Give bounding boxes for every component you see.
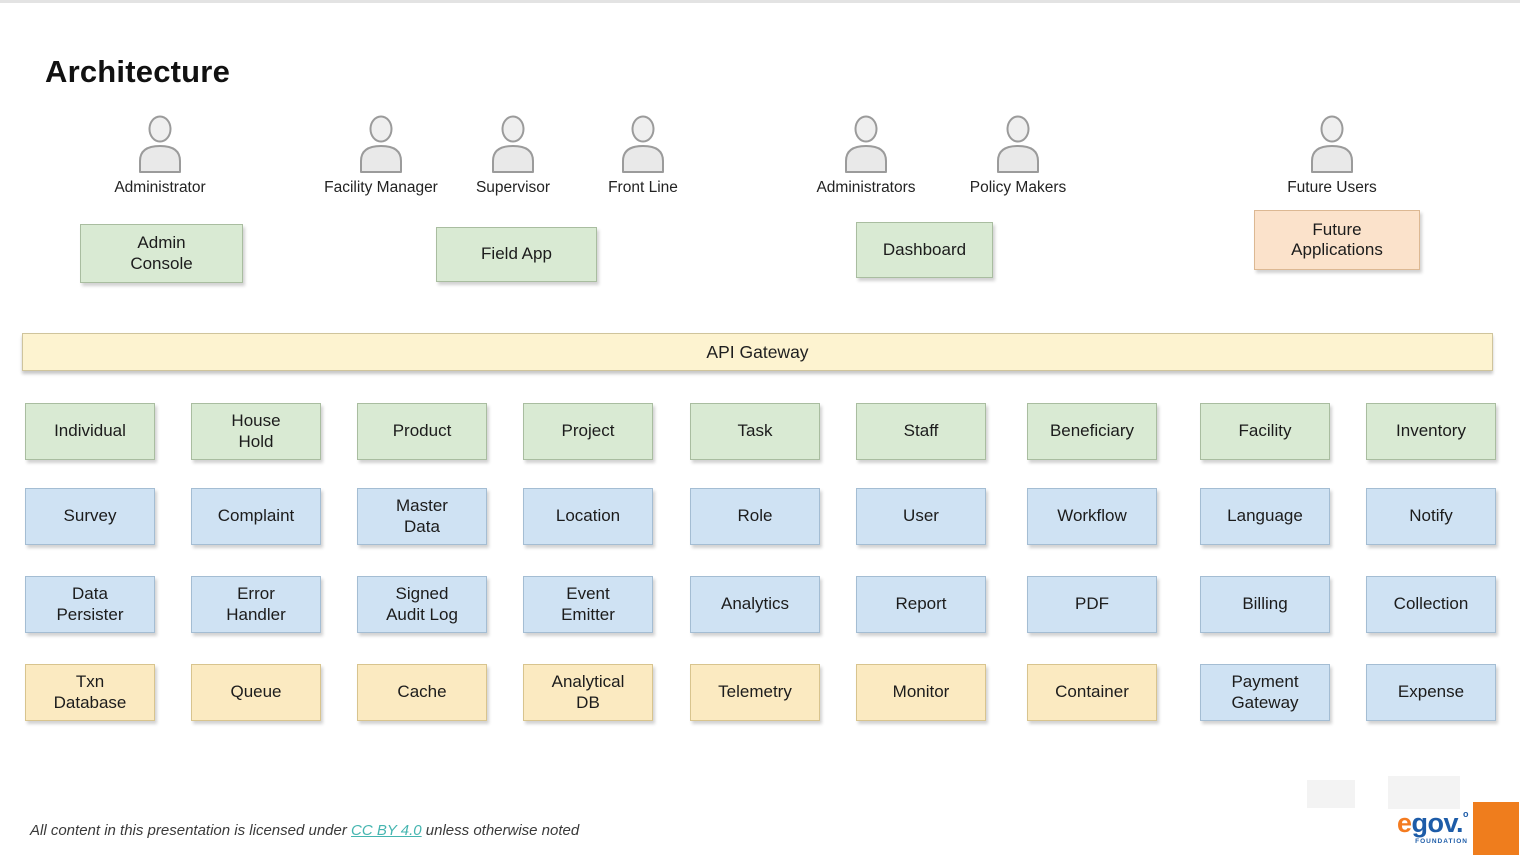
service-box-telemetry: Telemetry bbox=[690, 664, 820, 721]
license-text-prefix: All content in this presentation is lice… bbox=[30, 822, 352, 839]
service-box-txn-database: Txn Database bbox=[25, 664, 155, 721]
app-box-admin-console: Admin Console bbox=[80, 224, 243, 283]
service-box-beneficiary: Beneficiary bbox=[1027, 403, 1157, 460]
person-icon bbox=[296, 115, 466, 173]
service-box-monitor: Monitor bbox=[856, 664, 986, 721]
person-icon bbox=[75, 115, 245, 173]
service-box-master-data: Master Data bbox=[357, 488, 487, 545]
service-box-staff: Staff bbox=[856, 403, 986, 460]
user-front-line: Front Line bbox=[558, 115, 728, 197]
service-box-container: Container bbox=[1027, 664, 1157, 721]
user-label: Supervisor bbox=[475, 179, 551, 196]
service-box-signed-audit-log: Signed Audit Log bbox=[357, 576, 487, 633]
service-box-analytics: Analytics bbox=[690, 576, 820, 633]
api-gateway-bar: API Gateway bbox=[22, 333, 1493, 371]
user-future-users: Future Users bbox=[1247, 115, 1417, 197]
service-box-complaint: Complaint bbox=[191, 488, 321, 545]
user-label: Policy Makers bbox=[969, 179, 1067, 196]
service-box-individual: Individual bbox=[25, 403, 155, 460]
service-box-task: Task bbox=[690, 403, 820, 460]
service-box-payment-gateway: Payment Gateway bbox=[1200, 664, 1330, 721]
ghost-shape bbox=[1307, 780, 1355, 808]
service-box-house-hold: House Hold bbox=[191, 403, 321, 460]
service-box-error-handler: Error Handler bbox=[191, 576, 321, 633]
egov-wordmark: egov.o bbox=[1396, 808, 1469, 838]
service-box-role: Role bbox=[690, 488, 820, 545]
user-label: Administrator bbox=[114, 179, 206, 196]
service-box-collection: Collection bbox=[1366, 576, 1496, 633]
user-label: Administrators bbox=[816, 179, 916, 196]
service-box-queue: Queue bbox=[191, 664, 321, 721]
service-box-user: User bbox=[856, 488, 986, 545]
person-icon bbox=[781, 115, 951, 173]
user-facility-manager: Facility Manager bbox=[296, 115, 466, 197]
user-supervisor: Supervisor bbox=[428, 115, 598, 197]
person-icon bbox=[428, 115, 598, 173]
person-icon bbox=[558, 115, 728, 173]
user-policy-makers: Policy Makers bbox=[933, 115, 1103, 197]
app-box-future-applications: Future Applications bbox=[1254, 210, 1420, 270]
service-box-facility: Facility bbox=[1200, 403, 1330, 460]
service-box-workflow: Workflow bbox=[1027, 488, 1157, 545]
logo-reg-mark: o bbox=[1463, 809, 1469, 819]
service-box-project: Project bbox=[523, 403, 653, 460]
service-box-inventory: Inventory bbox=[1366, 403, 1496, 460]
page-title: Architecture bbox=[45, 54, 231, 89]
logo-orange-square bbox=[1473, 802, 1519, 855]
service-box-data-persister: Data Persister bbox=[25, 576, 155, 633]
user-administrators: Administrators bbox=[781, 115, 951, 197]
user-label: Front Line bbox=[608, 179, 678, 196]
app-box-dashboard: Dashboard bbox=[856, 222, 993, 278]
cc-by-link[interactable]: CC BY 4.0 bbox=[351, 822, 422, 839]
service-box-event-emitter: Event Emitter bbox=[523, 576, 653, 633]
service-box-expense: Expense bbox=[1366, 664, 1496, 721]
service-box-cache: Cache bbox=[357, 664, 487, 721]
person-icon bbox=[1247, 115, 1417, 173]
service-box-notify: Notify bbox=[1366, 488, 1496, 545]
service-box-survey: Survey bbox=[25, 488, 155, 545]
service-box-product: Product bbox=[357, 403, 487, 460]
top-edge-line bbox=[0, 0, 1520, 3]
logo-gov: gov. bbox=[1411, 808, 1464, 838]
egov-logo: egov.o FOUNDATION bbox=[1378, 808, 1469, 846]
user-administrator: Administrator bbox=[75, 115, 245, 197]
app-box-field-app: Field App bbox=[436, 227, 597, 282]
logo-foundation-text: FOUNDATION bbox=[1415, 838, 1468, 845]
service-box-billing: Billing bbox=[1200, 576, 1330, 633]
service-box-analytical-db: Analytical DB bbox=[523, 664, 653, 721]
user-label: Future Users bbox=[1287, 179, 1377, 196]
user-label: Facility Manager bbox=[324, 179, 438, 196]
license-text-suffix: unless otherwise noted bbox=[421, 822, 580, 839]
service-box-language: Language bbox=[1200, 488, 1330, 545]
service-box-pdf: PDF bbox=[1027, 576, 1157, 633]
person-icon bbox=[933, 115, 1103, 173]
footer-license: All content in this presentation is lice… bbox=[30, 822, 579, 839]
service-box-location: Location bbox=[523, 488, 653, 545]
service-box-report: Report bbox=[856, 576, 986, 633]
ghost-shape bbox=[1388, 776, 1460, 809]
logo-e: e bbox=[1396, 808, 1412, 838]
